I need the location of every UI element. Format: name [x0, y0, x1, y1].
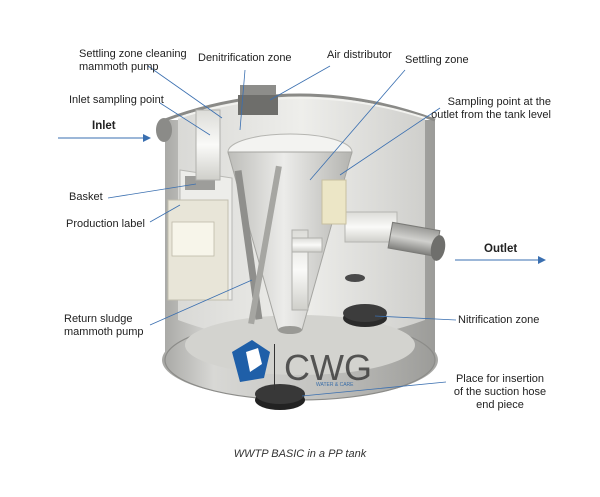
cwg-logo: CWG WATER & CARE: [232, 340, 372, 390]
outlet-pipe: [321, 179, 446, 261]
label-outlet: Outlet: [484, 243, 518, 255]
basket: [167, 169, 233, 301]
logo-text: CWG: [284, 347, 372, 388]
inlet-pipe: [156, 118, 172, 142]
leader-lines: [107, 65, 457, 397]
label-air-distributor: Air distributor: [327, 49, 392, 61]
leader-return-sludge: [149, 279, 253, 326]
label-inlet-sampling-point: Inlet sampling point: [69, 94, 164, 106]
leader-inlet-sampling: [159, 102, 211, 136]
leader-basket: [107, 183, 197, 199]
figure-caption: WWTP BASIC in a PP tank: [233, 448, 367, 460]
floor-discs: [255, 274, 387, 410]
leader-settling-zone: [309, 69, 406, 181]
label-settling-zone: Settling zone: [405, 54, 469, 66]
label-inlet: Inlet: [92, 120, 116, 132]
settling-cone: [227, 133, 353, 334]
label-denitrification-zone: Denitrification zone: [198, 52, 292, 64]
label-suction-hose: Place for insertion of the suction hose …: [453, 373, 547, 411]
leader-nitrification: [374, 315, 457, 321]
pipes: [195, 85, 323, 325]
tank-top-rim: [164, 93, 436, 122]
leader-air-distributor: [269, 65, 331, 101]
leader-denitrification: [239, 69, 246, 131]
leader-suction-hose: [301, 381, 447, 397]
label-basket: Basket: [69, 191, 103, 203]
logo-tagline: WATER & CARE: [316, 382, 354, 388]
label-return-sludge-pump: Return sludge mammoth pump: [64, 313, 144, 338]
label-nitrification-zone: Nitrification zone: [458, 314, 540, 326]
label-sampling-outlet: Sampling point at the outlet from the ta…: [431, 96, 551, 121]
production-label-plate: [171, 221, 215, 257]
leader-production-label: [149, 204, 181, 223]
leader-sampling-outlet: [339, 107, 441, 176]
leader-settling-cleaning-pump: [147, 65, 223, 119]
label-settling-cleaning-pump: Settling zone cleaning mammoth pump: [79, 48, 187, 73]
label-production-label: Production label: [66, 218, 145, 230]
